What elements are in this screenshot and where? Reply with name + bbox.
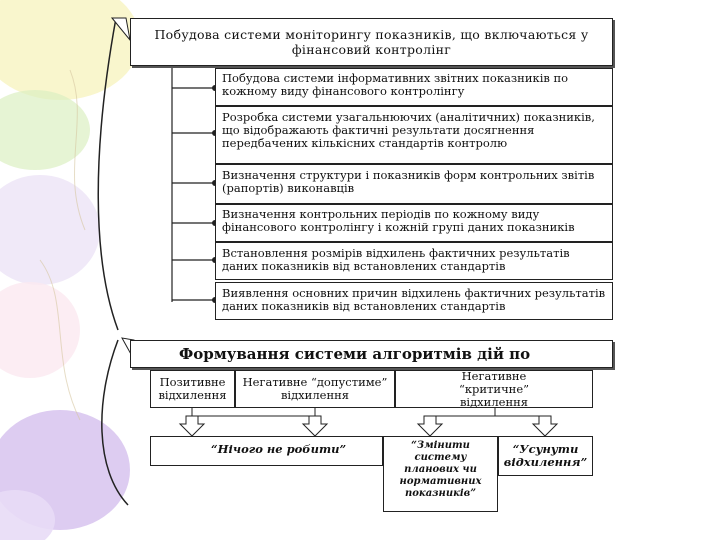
deviation-positive-text: Позитивне відхилення <box>158 375 227 402</box>
monitoring-system-title: Побудова системи моніторингу показників,… <box>130 18 613 66</box>
step-box-3: Визначення структури і показників форм к… <box>215 164 613 204</box>
step-text-2: Розробка системи узагальнюючих (аналітич… <box>222 110 595 150</box>
step-box-1: Побудова системи інформативних звітних п… <box>215 68 613 106</box>
action-eliminate: “Усунути відхилення” <box>498 436 593 476</box>
step-text-1: Побудова системи інформативних звітних п… <box>222 71 569 98</box>
balloon-decoration <box>0 0 140 540</box>
branch-lines <box>191 408 545 417</box>
action-do-nothing: “Нічого не робити” <box>150 436 383 466</box>
step-text-3: Визначення структури і показників форм к… <box>222 168 595 195</box>
deviation-critical-text: Негативне “критичне” відхилення <box>458 368 530 409</box>
step-text-5: Встановлення розмірів відхилень фактични… <box>222 246 570 273</box>
action-do-nothing-text: “Нічого не робити” <box>211 442 347 456</box>
step-box-5: Встановлення розмірів відхилень фактични… <box>215 242 613 280</box>
bracket-top <box>97 17 119 331</box>
step-connectors <box>172 85 218 303</box>
step-box-4: Визначення контрольних періодів по кожно… <box>215 204 613 242</box>
action-change-system: “Змінити систему планових чи нормативних… <box>383 436 498 512</box>
step-text-6: Виявлення основних причин відхилень факт… <box>222 286 606 313</box>
deviation-acceptable: Негативне “допустиме” відхилення <box>235 370 395 408</box>
action-eliminate-text: “Усунути відхилення” <box>503 442 588 469</box>
algorithm-title: Формування системи алгоритмів дій по усу… <box>130 340 613 383</box>
deviation-acceptable-text: Негативне “допустиме” відхилення <box>242 375 388 402</box>
deviation-critical: Негативне “критичне” відхилення <box>395 368 593 409</box>
step-box-2: Розробка системи узагальнюючих (аналітич… <box>215 106 613 164</box>
step-box-6: Виявлення основних причин відхилень факт… <box>215 282 613 320</box>
monitoring-system-title-text: Побудова системи моніторингу показників,… <box>154 27 589 57</box>
action-change-system-text: “Змінити систему планових чи нормативних… <box>399 440 482 499</box>
step-text-4: Визначення контрольних періодів по кожно… <box>222 207 575 234</box>
bracket-bottom <box>101 339 129 506</box>
down-arrows <box>178 415 559 437</box>
deviation-positive: Позитивне відхилення <box>150 370 235 408</box>
